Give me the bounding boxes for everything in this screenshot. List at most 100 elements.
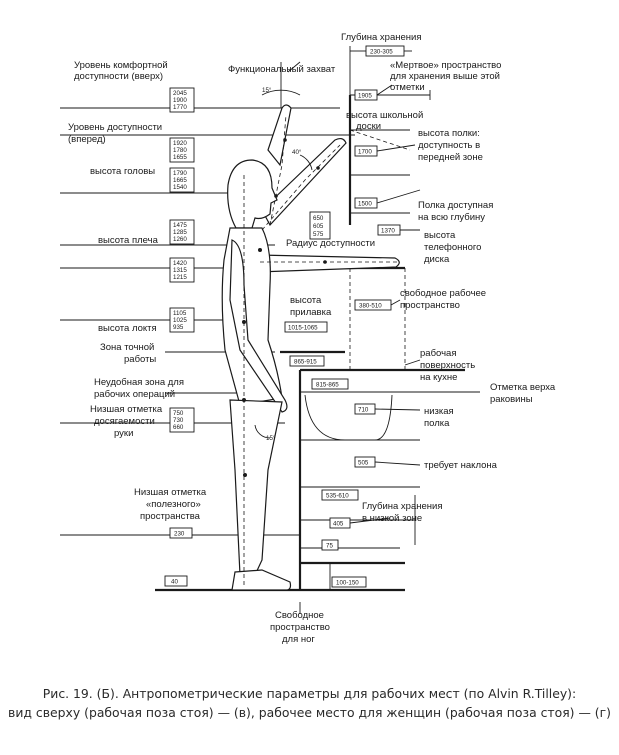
human-figure: [221, 62, 400, 591]
value: 1540: [173, 184, 187, 191]
label-counter-height-2: прилавка: [290, 307, 332, 318]
label-awkward-zone-2: рабочих операций: [94, 389, 175, 400]
label-phone-height: высота: [424, 230, 456, 241]
stack-shoulder-1: [169, 219, 195, 245]
label-free-work: свободное рабочее: [400, 288, 486, 299]
value: 1260: [173, 236, 187, 243]
leader: [349, 517, 391, 524]
box-75: [321, 539, 339, 551]
figure-caption: Рис. 19. (Б). Антропометрические парамет…: [0, 684, 619, 722]
joint: [258, 248, 262, 252]
value: 710: [358, 407, 369, 414]
leader: [390, 299, 401, 306]
label-free-work-2: пространство: [400, 300, 460, 311]
label-low-storage: Глубина хранения: [362, 501, 442, 512]
value: 815-865: [316, 382, 339, 389]
joint: [242, 398, 246, 402]
box-865: [289, 355, 325, 367]
label-leg-space-3: для ног: [282, 634, 315, 645]
value: 1905: [358, 93, 372, 100]
joint: [243, 473, 247, 477]
box-1015: [284, 321, 328, 333]
value: 1700: [358, 149, 372, 156]
value: 1105: [173, 310, 187, 317]
value: 865-915: [294, 359, 317, 366]
angle-arc-15b: [254, 424, 271, 439]
value: 1475: [173, 222, 187, 229]
label-shelf-height-3: передней зоне: [418, 152, 483, 163]
value: 750: [173, 410, 184, 417]
label-lowest-useful: Низшая отметка: [134, 487, 207, 498]
stack-head: [169, 167, 195, 193]
leader: [404, 359, 421, 366]
label-awkward-zone: Неудобная зона для: [94, 377, 184, 388]
label-work-surface-2: поверхность: [420, 360, 475, 371]
value: 1920: [173, 140, 187, 147]
label-dead-space-2: для хранения выше этой: [390, 71, 500, 82]
label-lowest-useful-2: «полезного»: [146, 499, 201, 510]
label-angle-15: 15°: [262, 87, 272, 94]
value: 1790: [173, 170, 187, 177]
label-precise-zone: Зона точной: [100, 342, 154, 353]
label-sink-top: Отметка верха: [490, 382, 556, 393]
head: [227, 159, 278, 229]
value: 1655: [173, 154, 187, 161]
label-blackboard: высота школьной: [346, 110, 423, 121]
value: 730: [173, 417, 184, 424]
box-815: [311, 378, 349, 390]
shelf-1-dash: [349, 129, 411, 151]
caption-line-1: Рис. 19. (Б). Антропометрические парамет…: [42, 686, 577, 701]
label-full-shelf-2: на всю глубину: [418, 212, 485, 223]
value: 650: [313, 215, 324, 222]
label-shelf-height: высота полки:: [418, 128, 480, 139]
label-dead-space-3: отметки: [390, 82, 425, 93]
angle-arc-40: [299, 154, 313, 171]
value: 230: [174, 531, 185, 538]
label-leg-space: Свободное: [275, 610, 324, 621]
leader: [376, 144, 416, 152]
right-value-boxes: 230-305 1905 1700 1500 1370 650 605 575 …: [284, 45, 412, 588]
joint: [283, 138, 287, 142]
value: 2045: [173, 90, 187, 97]
label-dead-space: «Мертвое» пространство: [390, 60, 501, 71]
label-leg-space-2: пространство: [270, 622, 330, 633]
box-230: [169, 527, 193, 539]
value: 1780: [173, 147, 187, 154]
value: 1025: [173, 317, 187, 324]
value: 1315: [173, 267, 187, 274]
foot: [231, 569, 292, 591]
label-reach-radius: Радиус доступности: [286, 238, 375, 249]
box-535: [321, 489, 359, 501]
label-reach-forward-2: (вперед): [68, 134, 106, 145]
box-100: [331, 576, 367, 588]
label-lowest-reach-3: руки: [114, 428, 133, 439]
arm-horizontal: [257, 254, 400, 273]
label-angle-15b: 15°: [266, 435, 276, 442]
label-precise-zone-2: работы: [124, 354, 156, 365]
stack-comfort: [169, 87, 195, 113]
value: 605: [313, 223, 324, 230]
value: 505: [358, 460, 369, 467]
label-comfort-reach: Уровень комфортной: [74, 60, 168, 71]
value: 75: [326, 543, 333, 550]
legs: [229, 399, 283, 576]
value: 230-305: [370, 49, 393, 56]
label-phone-height-3: диска: [424, 254, 450, 265]
label-lowest-reach-2: досягаемости: [94, 416, 155, 427]
caption-line-2: вид сверху (рабочая поза стоя) — (в), ра…: [8, 705, 611, 720]
leader: [287, 61, 301, 73]
label-counter-height: высота: [290, 295, 322, 306]
label-low-shelf-2: полка: [424, 418, 450, 429]
leader: [376, 84, 393, 96]
value: 100-150: [336, 580, 359, 587]
sink-basin: [304, 394, 393, 441]
joint: [274, 194, 278, 198]
label-lowest-reach: Низшая отметка: [90, 404, 163, 415]
label-shelf-height-2: доступность в: [418, 140, 480, 151]
arm-axis-1: [269, 114, 287, 226]
value: 1285: [173, 229, 187, 236]
label-blackboard-2: доски: [356, 121, 381, 132]
label-storage-depth: Глубина хранения: [341, 32, 421, 43]
